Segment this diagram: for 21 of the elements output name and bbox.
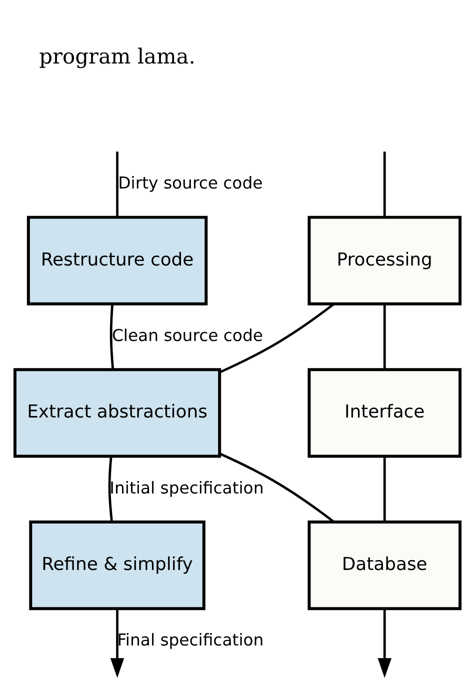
node-box: Processing <box>308 216 462 306</box>
edge-label: Dirty source code <box>118 174 263 193</box>
node-box: Refine & simplify <box>29 520 206 610</box>
arrow <box>378 608 392 678</box>
edge-label: Clean source code <box>112 326 263 345</box>
connector <box>116 152 118 218</box>
node-box: Extract abstractions <box>13 368 222 458</box>
connector <box>110 304 114 370</box>
edge-label: Initial specification <box>110 478 264 498</box>
node-box: Interface <box>308 368 462 458</box>
node-box: Database <box>308 520 462 610</box>
connector <box>383 456 386 522</box>
connector <box>219 303 335 374</box>
connector <box>219 452 335 523</box>
node-box: Restructure code <box>26 216 208 306</box>
connector <box>108 456 113 522</box>
connector <box>383 152 386 218</box>
label: program lama. <box>39 44 196 68</box>
arrow <box>110 608 124 678</box>
edge-label: Final specification <box>117 630 264 650</box>
connector <box>383 304 386 370</box>
